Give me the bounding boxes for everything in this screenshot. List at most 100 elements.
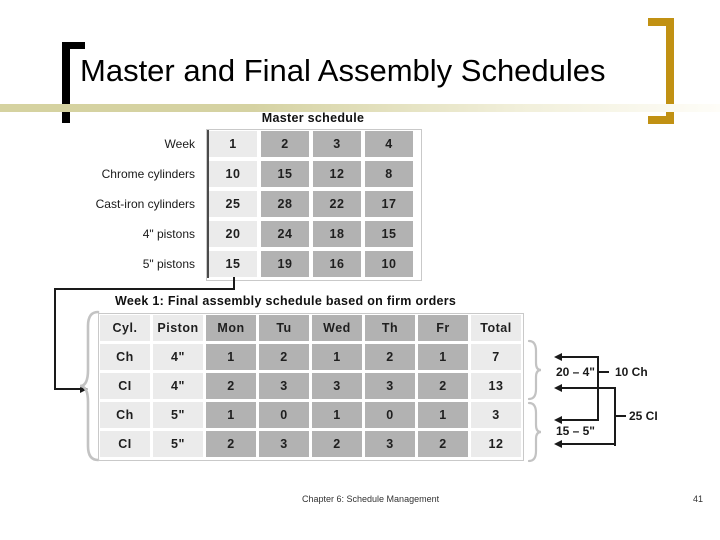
master-cell: 18	[313, 221, 361, 247]
final-cell: 0	[259, 402, 309, 428]
final-cell: 2	[259, 344, 309, 370]
left-curly-brace-icon	[79, 310, 100, 462]
master-cell: 2	[261, 131, 309, 157]
chrome-arrow-top-icon	[554, 353, 562, 361]
master-row-label: Chrome cylinders	[101, 167, 195, 181]
final-cell: 4"	[153, 344, 203, 370]
master-cell: 15	[365, 221, 413, 247]
master-cell: 3	[313, 131, 361, 157]
master-cell: 20	[209, 221, 257, 247]
final-cell: 2	[206, 373, 256, 399]
master-cell: 1	[209, 131, 257, 157]
master-cell: 22	[313, 191, 361, 217]
master-cell: 24	[261, 221, 309, 247]
castiron-total-line	[614, 388, 616, 446]
four-inch-total-label: 20 – 4"	[555, 365, 595, 379]
master-cell: 8	[365, 161, 413, 187]
footer-page-number: 41	[693, 494, 704, 504]
chrome-total-tick	[599, 371, 609, 373]
master-schedule-frame	[206, 129, 422, 281]
master-row-label: 5" pistons	[142, 257, 195, 271]
page-title: Master and Final Assembly Schedules	[80, 53, 606, 88]
final-header-cell: Th	[365, 315, 415, 341]
master-schedule-left-border	[207, 130, 209, 278]
master-cell: 28	[261, 191, 309, 217]
final-cell: 1	[206, 344, 256, 370]
chrome-total-label: 10 Ch	[615, 365, 648, 379]
final-cell: 1	[418, 344, 468, 370]
castiron-arrow-bottom-icon	[554, 440, 562, 448]
final-cell: Ch	[100, 344, 150, 370]
title-divider-band	[0, 104, 720, 112]
final-cell: Ch	[100, 402, 150, 428]
master-row-label: 4" pistons	[142, 227, 195, 241]
master-cell: 4	[365, 131, 413, 157]
final-cell: 7	[471, 344, 521, 370]
final-cell: 2	[312, 431, 362, 457]
final-cell: 2	[365, 344, 415, 370]
final-header-cell: Total	[471, 315, 521, 341]
connector-line	[54, 288, 56, 390]
connector-line	[54, 388, 80, 390]
connector-line	[233, 277, 235, 290]
final-cell: 3	[365, 373, 415, 399]
final-cell: 1	[312, 402, 362, 428]
final-cell: 3	[259, 373, 309, 399]
final-cell: 5"	[153, 431, 203, 457]
connector-line	[54, 288, 235, 290]
final-cell: 3	[312, 373, 362, 399]
castiron-arrow-top-icon	[554, 384, 562, 392]
final-header-cell: Tu	[259, 315, 309, 341]
chrome-total-line	[561, 356, 599, 358]
final-cell: 3	[365, 431, 415, 457]
chrome-total-line	[561, 419, 599, 421]
master-cell: 12	[313, 161, 361, 187]
final-cell: 1	[206, 402, 256, 428]
left-bracket-icon	[62, 42, 85, 123]
final-cell: 2	[206, 431, 256, 457]
master-cell: 17	[365, 191, 413, 217]
final-cell: 4"	[153, 373, 203, 399]
final-cell: 2	[418, 431, 468, 457]
master-cell: 19	[261, 251, 309, 277]
footer-chapter: Chapter 6: Schedule Management	[302, 494, 440, 504]
chrome-total-line	[597, 357, 599, 421]
final-schedule-title: Week 1: Final assembly schedule based on…	[115, 294, 457, 308]
final-header-cell: Fr	[418, 315, 468, 341]
final-cell: 3	[471, 402, 521, 428]
master-cell: 10	[209, 161, 257, 187]
castiron-total-line	[561, 443, 616, 445]
castiron-total-tick	[616, 415, 626, 417]
final-header-cell: Mon	[206, 315, 256, 341]
final-cell: 13	[471, 373, 521, 399]
right-curly-brace-5inch-icon	[527, 401, 542, 463]
final-cell: 2	[418, 373, 468, 399]
final-schedule-frame	[98, 313, 524, 461]
five-inch-total-label: 15 – 5"	[555, 424, 595, 438]
master-cell: 10	[365, 251, 413, 277]
master-cell: 25	[209, 191, 257, 217]
final-header-cell: Piston	[153, 315, 203, 341]
master-row-label: Week	[164, 137, 195, 151]
final-cell: 1	[312, 344, 362, 370]
right-curly-brace-4inch-icon	[527, 339, 542, 401]
master-cell: 15	[261, 161, 309, 187]
final-cell: 3	[259, 431, 309, 457]
final-cell: CI	[100, 431, 150, 457]
final-cell: 0	[365, 402, 415, 428]
castiron-total-label: 25 CI	[629, 409, 658, 423]
final-cell: 1	[418, 402, 468, 428]
master-schedule-title: Master schedule	[261, 111, 365, 125]
final-header-cell: Cyl.	[100, 315, 150, 341]
master-cell: 16	[313, 251, 361, 277]
castiron-total-line	[561, 387, 616, 389]
master-row-label: Cast-iron cylinders	[95, 197, 195, 211]
final-cell: 12	[471, 431, 521, 457]
final-cell: 5"	[153, 402, 203, 428]
master-cell: 15	[209, 251, 257, 277]
chrome-arrow-bottom-icon	[554, 416, 562, 424]
final-cell: CI	[100, 373, 150, 399]
right-bracket-icon	[648, 18, 674, 124]
